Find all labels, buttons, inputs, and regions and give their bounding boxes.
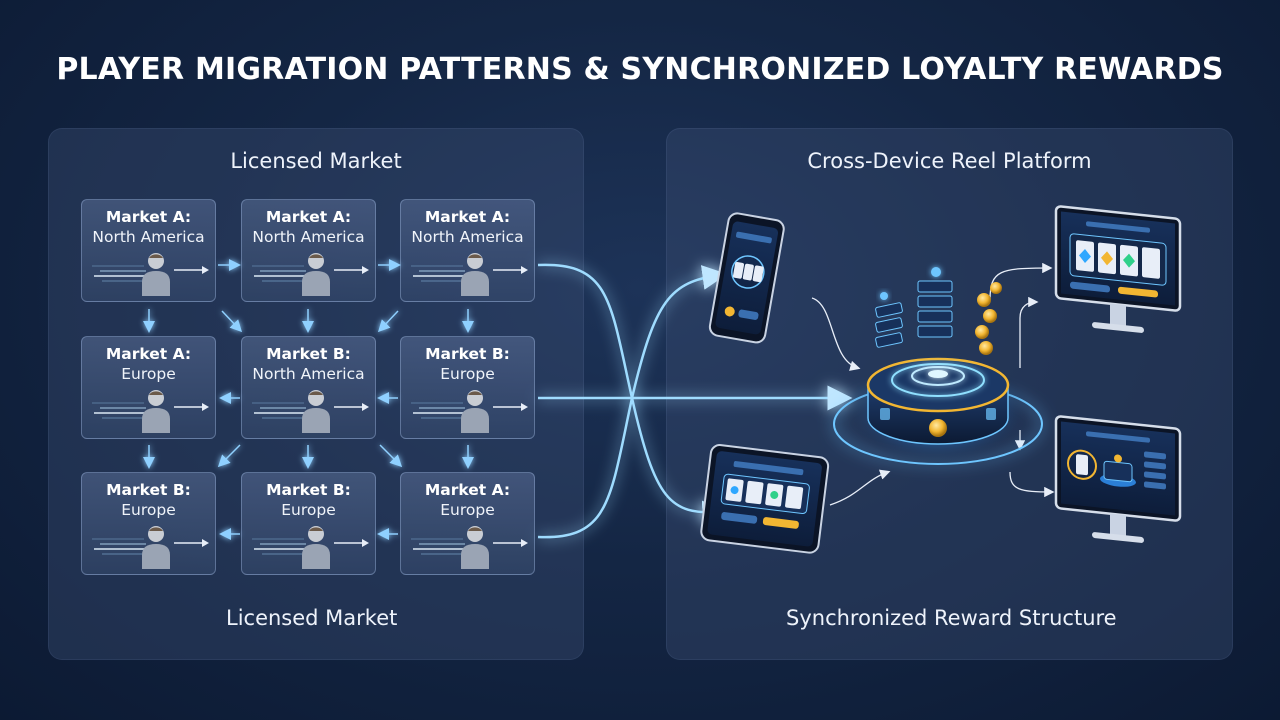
- market-name: Market B:: [425, 345, 510, 363]
- market-name: Market A:: [424, 208, 511, 226]
- market-box: Market A: North America: [81, 199, 216, 302]
- motion-streak: [92, 265, 146, 282]
- page-title: PLAYER MIGRATION PATTERNS & SYNCHRONIZED…: [56, 52, 1224, 87]
- player-arrow-icon: [334, 539, 369, 547]
- market-box: Market A: North America: [400, 199, 535, 302]
- market-box: Market A: North America: [241, 199, 376, 302]
- market-region: North America: [411, 228, 524, 246]
- market-box: Market A: Europe: [400, 472, 535, 575]
- person-icon: [461, 253, 489, 296]
- motion-streak: [411, 538, 465, 555]
- market-name: Market A:: [105, 208, 192, 226]
- right-panel-footer: Synchronized Reward Structure: [786, 606, 1117, 630]
- market-region: North America: [252, 228, 365, 246]
- market-name: Market B:: [266, 481, 351, 499]
- left-panel-title: Licensed Market: [230, 149, 402, 173]
- motion-streak: [252, 538, 306, 555]
- market-box: Market A: Europe: [81, 336, 216, 439]
- market-name: Market A:: [265, 208, 352, 226]
- player-arrow-icon: [493, 403, 528, 411]
- person-icon: [142, 253, 170, 296]
- motion-streak: [411, 265, 465, 282]
- person-icon: [142, 526, 170, 569]
- person-icon: [142, 390, 170, 433]
- motion-streak: [92, 538, 146, 555]
- player-arrow-icon: [174, 403, 209, 411]
- market-region: North America: [92, 228, 205, 246]
- market-name: Market A:: [105, 345, 192, 363]
- market-region: Europe: [440, 365, 495, 383]
- player-arrow-icon: [174, 539, 209, 547]
- cross-device-platform-panel: Cross-Device Reel Platform: [666, 128, 1233, 660]
- market-name: Market B:: [266, 345, 351, 363]
- right-panel-title: Cross-Device Reel Platform: [807, 149, 1092, 173]
- market-box: Market B: North America: [241, 336, 376, 439]
- person-icon: [302, 253, 330, 296]
- player-arrow-icon: [493, 266, 528, 274]
- market-box: Market B: Europe: [241, 472, 376, 575]
- motion-streak: [411, 402, 465, 419]
- person-icon: [302, 390, 330, 433]
- market-name: Market A:: [424, 481, 511, 499]
- market-region: Europe: [281, 501, 336, 519]
- motion-streak: [252, 402, 306, 419]
- market-box: Market B: Europe: [400, 336, 535, 439]
- market-region: North America: [252, 365, 365, 383]
- market-region: Europe: [440, 501, 495, 519]
- motion-streak: [92, 402, 146, 419]
- person-icon: [302, 526, 330, 569]
- market-region: Europe: [121, 501, 176, 519]
- player-arrow-icon: [334, 266, 369, 274]
- player-arrow-icon: [493, 539, 528, 547]
- player-arrow-icon: [174, 266, 209, 274]
- left-panel-footer: Licensed Market: [226, 606, 398, 630]
- person-icon: [461, 526, 489, 569]
- person-icon: [461, 390, 489, 433]
- market-region: Europe: [121, 365, 176, 383]
- player-arrow-icon: [334, 403, 369, 411]
- market-box: Market B: Europe: [81, 472, 216, 575]
- market-name: Market B:: [106, 481, 191, 499]
- motion-streak: [252, 265, 306, 282]
